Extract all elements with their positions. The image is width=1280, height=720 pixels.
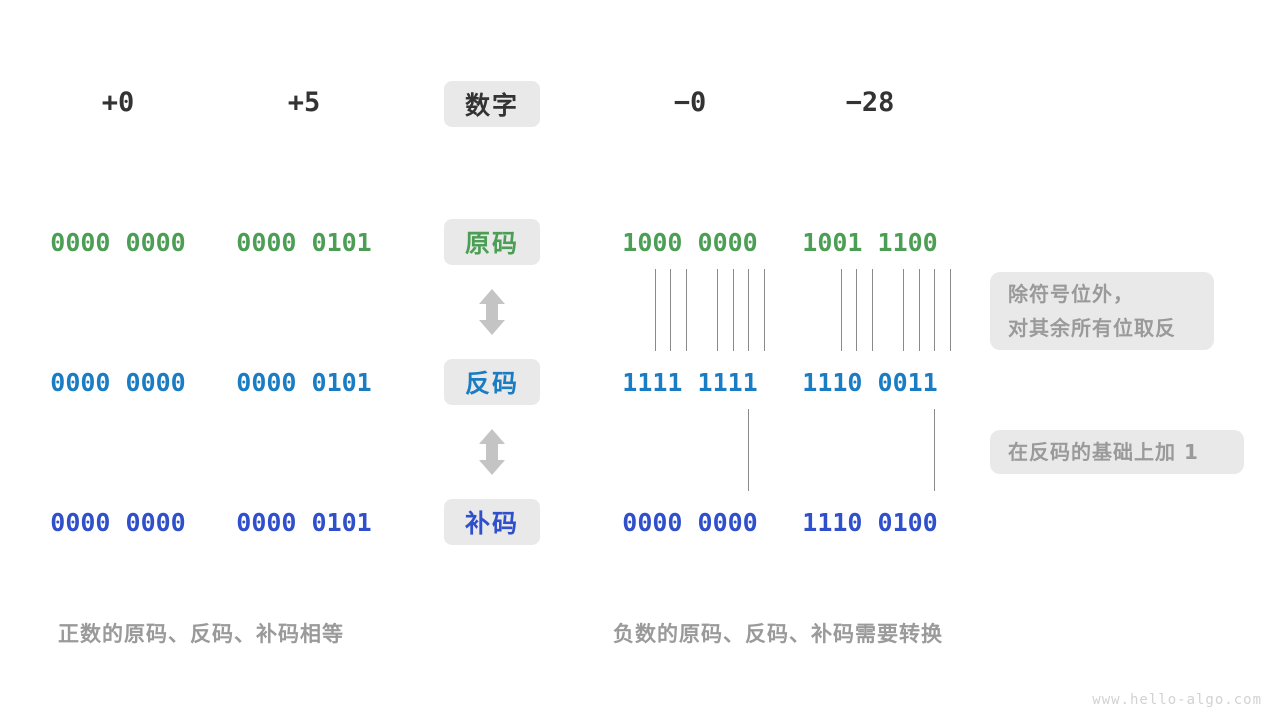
annotation-add-one-line1: 在反码的基础上加 1 bbox=[1008, 440, 1199, 464]
bit-connector-line bbox=[686, 269, 687, 351]
double-arrow-ones-to-twos-icon bbox=[475, 429, 509, 475]
ones-complement-minus-zero: 1111 1111 bbox=[622, 368, 758, 397]
bit-connector-line bbox=[670, 269, 671, 351]
bit-connector-line bbox=[950, 269, 951, 351]
bit-connector-line bbox=[856, 269, 857, 351]
header-badge-number: 数字 bbox=[444, 81, 540, 127]
original-code-minus-twentyeight: 1001 1100 bbox=[802, 228, 938, 257]
watermark-url: www.hello-algo.com bbox=[1092, 692, 1262, 708]
header-value-plus-zero: +0 bbox=[101, 87, 135, 118]
original-code-plus-five: 0000 0101 bbox=[236, 228, 372, 257]
original-code-minus-zero: 1000 0000 bbox=[622, 228, 758, 257]
carry-connector-line bbox=[934, 409, 935, 491]
annotation-add-one: 在反码的基础上加 1 bbox=[990, 430, 1244, 474]
row-badge-twos-complement: 补码 bbox=[444, 499, 540, 545]
bit-connector-line bbox=[934, 269, 935, 351]
double-arrow-original-to-ones-icon bbox=[475, 289, 509, 335]
bit-connector-line bbox=[903, 269, 904, 351]
carry-connector-line bbox=[748, 409, 749, 491]
twos-complement-minus-zero: 0000 0000 bbox=[622, 508, 758, 537]
twos-complement-plus-five: 0000 0101 bbox=[236, 508, 372, 537]
bit-connector-line bbox=[748, 269, 749, 351]
annotation-invert-bits: 除符号位外， 对其余所有位取反 bbox=[990, 272, 1214, 350]
bit-connector-line bbox=[733, 269, 734, 351]
bit-connector-line bbox=[655, 269, 656, 351]
annotation-invert-bits-line1: 除符号位外， bbox=[1008, 282, 1134, 306]
ones-complement-plus-zero: 0000 0000 bbox=[50, 368, 186, 397]
twos-complement-minus-twentyeight: 1110 0100 bbox=[802, 508, 938, 537]
header-value-minus-twentyeight: −28 bbox=[845, 87, 895, 118]
bit-connector-line bbox=[764, 269, 765, 351]
caption-negative-numbers: 负数的原码、反码、补码需要转换 bbox=[613, 622, 943, 646]
twos-complement-plus-zero: 0000 0000 bbox=[50, 508, 186, 537]
row-badge-ones-complement: 反码 bbox=[444, 359, 540, 405]
header-value-plus-five: +5 bbox=[287, 87, 321, 118]
bit-connector-line bbox=[841, 269, 842, 351]
bit-connector-line bbox=[872, 269, 873, 351]
caption-positive-numbers: 正数的原码、反码、补码相等 bbox=[58, 622, 344, 646]
original-code-plus-zero: 0000 0000 bbox=[50, 228, 186, 257]
bit-connector-line bbox=[717, 269, 718, 351]
annotation-invert-bits-line2: 对其余所有位取反 bbox=[1008, 316, 1176, 340]
row-badge-original-code: 原码 bbox=[444, 219, 540, 265]
header-value-minus-zero: −0 bbox=[673, 87, 707, 118]
ones-complement-minus-twentyeight: 1110 0011 bbox=[802, 368, 938, 397]
ones-complement-plus-five: 0000 0101 bbox=[236, 368, 372, 397]
bit-connector-line bbox=[919, 269, 920, 351]
